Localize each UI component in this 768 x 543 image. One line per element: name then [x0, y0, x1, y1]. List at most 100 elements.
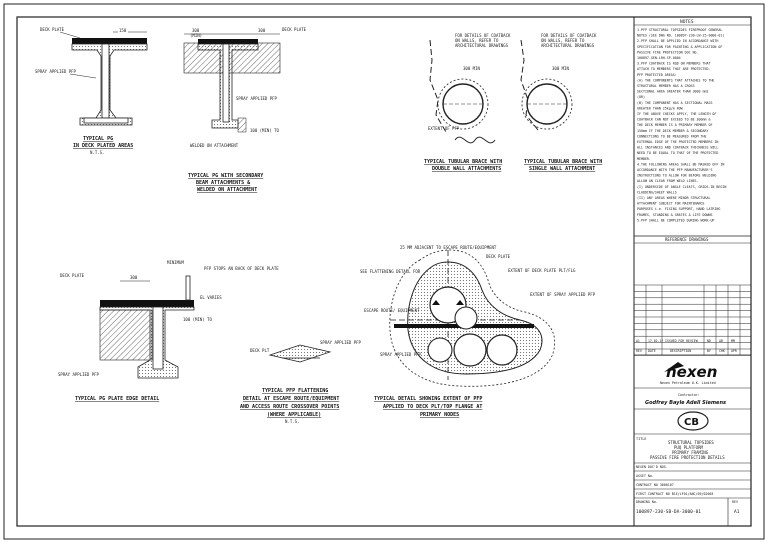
escape-route-label: ESCAPE ROUTE/ EQUIPMENT	[364, 308, 420, 313]
rev-row-chk: AB	[719, 339, 723, 343]
pfp-details-a2: FOR DETAILS OF COATBACK	[541, 33, 597, 38]
detail-brace-double: FOR DETAILS OF COATBACK ON WALLS, REFER …	[424, 33, 511, 172]
caption-pg-deck-2: IN DECK PLATED AREAS	[73, 143, 133, 149]
dim-100-label: 100 (MIN) TO	[250, 128, 279, 133]
spray-fp-label: SPRAY APPLIED PFP	[320, 340, 362, 345]
rev-row-desc: ISSUED FOR REVIEW	[665, 339, 698, 343]
title-label: TITLE	[636, 437, 647, 441]
title-line-2: PUQ PLATFORM	[674, 445, 703, 450]
caption-pg-edge: TYPICAL PG PLATE EDGE DETAIL	[75, 396, 159, 402]
contractor-name: Godfrey Bayle Adell Siemens	[645, 400, 726, 406]
note-line: MEMBER.	[637, 157, 651, 161]
dim-300-min-a: 300 MIN	[463, 66, 480, 71]
deck-plt-label: DECK PLT	[250, 348, 270, 353]
note-line: COATBACK CAN NOT EXCEED TO BE 300mm &	[637, 118, 710, 122]
rev-row-date: 17.02.17	[648, 339, 663, 343]
note-line: INSTRUCTIONS TO ALLOW FOR BEFORE WELDING	[637, 174, 716, 178]
rev-label: REV	[732, 500, 738, 504]
note-line: PFP PROTECTED AREAS:	[637, 73, 677, 77]
rev-head-apr: APR	[731, 349, 737, 353]
extent-deck-label: EXTENT OF DECK PLATE PLT/FLG	[508, 268, 576, 273]
note-line: EXTERNAL EDGE OF THE PROTECTED MEMBERS I…	[637, 140, 718, 144]
revision-grid	[634, 284, 751, 356]
note-line: 150mm IF THE DECK MEMBER & SECONDARY	[637, 129, 708, 133]
detail-pg-deck: 150 DECK PLATE SPRAY APPLIED PFP TYPICAL…	[35, 27, 148, 155]
title-column: NOTES 1.PFP STRUCTURAL TOPSIDES FIREPROO…	[633, 16, 752, 527]
note-line: THE DECK MEMBER IS A PRIMARY MEMBER OF	[637, 123, 712, 127]
el-varies-label: EL VARIES	[200, 295, 222, 300]
note-line: FRAMES, STANDING & GRATES & LIFE DOWNS	[637, 213, 712, 217]
title-line-3: PRIMARY FRAMING	[672, 450, 709, 455]
welded-on-label: WELDED ON ATTACHMENT	[190, 143, 239, 148]
note-line: ACCORDANCE WITH THE PFP MANUFACTURER'S	[637, 168, 712, 172]
reference-title: REFERENCE DRAWINGS	[665, 237, 709, 242]
pfp-details-b2: ON WALLS, REFER TO	[541, 38, 585, 43]
caption-pfp-flat-5: N.T.S.	[285, 419, 299, 424]
tb-row-2: ASSET No.	[636, 474, 654, 478]
pfp-details-a: FOR DETAILS OF COATBACK	[455, 33, 511, 38]
caption-pg-sec-1: TYPICAL PG WITH SECONDARY	[188, 173, 263, 179]
minimum-label: MINIMUM	[167, 260, 184, 265]
note-line: ALLOW AN CLEAR FROM WELD LINES.	[637, 179, 699, 183]
deck-plate-label: DECK PLATE	[40, 27, 65, 32]
pfp-details-c: ARCHITECTURAL DRAWINGS	[455, 43, 509, 48]
rev-row-apr: MM	[731, 339, 735, 343]
note-line: CLADDING/SHEET WALLS	[637, 190, 677, 194]
extent-pfp-a: EXTENT OF PFP	[428, 126, 460, 131]
adjacent-escape-label: 25 MM ADJACENT TO ESCAPE ROUTE/EQUIPMENT	[400, 245, 497, 250]
note-line: 2.PFP SHALL BE APPLIED IN ACCORDANCE WIT…	[637, 39, 718, 43]
notes-list: 1.PFP STRUCTURAL TOPSIDES FIREPROOF GENE…	[637, 28, 726, 222]
pfp-details-c2: ARCHITECTURAL DRAWINGS	[541, 43, 595, 48]
tb-row-3: CONTRACT NO 3000107	[636, 483, 674, 487]
detail-pg-secondary: 300 (MIN) 300 DECK PLATE SPRAY APPLIED P…	[183, 27, 307, 193]
caption-pfp-extent-2: APPLIED TO DECK PLT/TOP FLANGE AT	[383, 404, 482, 410]
dim-300-edge: 300	[130, 275, 138, 280]
rev-head-by: BY	[707, 349, 711, 353]
tb-row-1: NEXEN DOC'D NOS.	[636, 465, 668, 469]
note-line: SPECIFICATION FOR PAINTING & APPLICATION…	[637, 45, 722, 49]
note-line: ATTACHMENT SUBJECT FOR MAINTENANCE	[637, 202, 705, 206]
note-line: (B) THE COMPONENT HAS A SECTIONAL MASS	[637, 101, 712, 105]
caption-pg-deck-3: N.T.S.	[90, 150, 104, 155]
note-line: 1.PFP STRUCTURAL TOPSIDES FIREPROOF GENE…	[637, 28, 722, 32]
caption-pfp-flat-2: DETAIL AT ESCAPE ROUTE/EQUIPMENT	[243, 396, 339, 402]
caption-pfp-extent-1: TYPICAL DETAIL SHOWING EXTENT OF PFP	[374, 396, 482, 402]
note-line: ALL INSTANCES AND COATBACK THICKNESS WIL…	[637, 146, 718, 150]
deck-plate-label-3: DECK PLATE	[60, 273, 85, 278]
drawing-no: 100897-230-SB-DA-3000-01	[636, 509, 701, 515]
note-line: CONNECTIONS TO BE MEASURED FROM THE	[637, 134, 706, 138]
caption-pg-deck-1: TYPICAL PG	[83, 136, 113, 142]
note-line: 100897-GEN-LRH-SP-0004	[637, 56, 681, 60]
detail-brace-single: FOR DETAILS OF COATBACK ON WALLS, REFER …	[520, 33, 602, 172]
client-logo: nexen Nexen Petroleum U.K. Limited	[660, 362, 717, 385]
note-line: PASSIVE FIRE PROTECTION DOC No.	[637, 50, 699, 54]
caption-pfp-flat-1: TYPICAL PFP FLATTENING	[262, 388, 328, 394]
title-line-1: STRUCTURAL TOPSIDES	[668, 440, 714, 445]
pfp-stops-label: PFP STOPS AN BACK OF DECK PLATE	[204, 266, 279, 271]
pfp-details-b: ON WALLS, REFER TO	[455, 38, 499, 43]
note-line: (I) UNDERSIDE OF ANGLE CLEATS, GRIDS-IN …	[637, 185, 726, 189]
note-line: NOTES (SEE DWG NO. 100897-230-LW-25-0000…	[637, 34, 724, 38]
spray-pfp-label-4: SPRAY APPLIED PFP	[380, 352, 422, 357]
caption-pfp-flat-4: (WHERE APPLICABLE)	[267, 412, 321, 418]
drawing-no-label: DRAWING No.	[636, 500, 658, 504]
rev-row-by: ND	[707, 339, 711, 343]
deck-plate-label-2: DECK PLATE	[282, 27, 307, 32]
rev-value: A1	[734, 509, 740, 515]
rev-head-date: DATE	[648, 349, 656, 353]
note-line: (II) ANY AREAS WHERE MINOR STRUCTURAL	[637, 196, 710, 200]
note-line: SECTIONAL AREA GREATER THAN 3000 mm2	[637, 90, 708, 94]
contractor-label: Contractor:	[678, 393, 700, 397]
cb-logo-text: CB	[684, 417, 699, 428]
outer-border	[3, 3, 765, 540]
spray-pfp-label-3: SPRAY APPLIED PFP	[58, 372, 100, 377]
rev-head-chk: CHK	[719, 349, 725, 353]
note-line: IF THE ABOVE CHECKS APPLY, THE LENGTH OF	[637, 112, 716, 116]
dim-300-label-right: 300	[258, 28, 266, 33]
spray-pfp-label: SPRAY APPLIED PFP	[35, 69, 77, 74]
notes-title: NOTES	[680, 19, 694, 25]
note-line: GREATER THAN 25kg/m ROW	[637, 106, 683, 110]
caption-pg-sec-2: BEAM ATTACHMENTS &	[196, 180, 251, 186]
rev-head-rev: REV	[636, 349, 642, 353]
